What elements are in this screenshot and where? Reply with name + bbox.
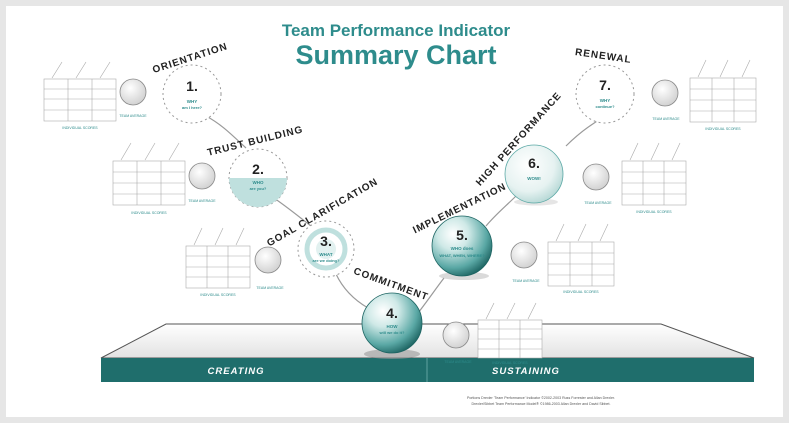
chart-title: Team Performance Indicator: [282, 21, 511, 40]
team-label-commitment: TEAM AVERAGE: [444, 360, 472, 364]
stage-renewal: RENEWAL 7. WHY continue? TEAM AVERAGE IN…: [574, 47, 757, 131]
stage-question-trust: WHO: [253, 180, 264, 185]
stage-subquestion-goal: are we doing?: [313, 258, 340, 263]
stage-number-trust: 2.: [252, 161, 264, 177]
stage-circle-commitment: [361, 292, 423, 354]
team-average-trust: [188, 162, 216, 190]
chart-subtitle: Summary Chart: [295, 40, 496, 70]
arrow-5-6: [485, 195, 517, 227]
panel-label-high-performance: INDIVIDUAL SCORES: [636, 210, 672, 214]
credit-line-2: Drexler/Sibbet Team Performance Model® ©…: [471, 402, 610, 406]
stage-question-orientation: WHY: [187, 99, 198, 104]
score-panel-renewal: [689, 59, 757, 123]
stage-trust: INDIVIDUAL SCORES TEAM AVERAGE TRUST BUI…: [112, 124, 304, 215]
platform: CREATING SUSTAINING: [100, 323, 755, 382]
stage-number-implementation: 5.: [456, 227, 468, 243]
panel-label-orientation: INDIVIDUAL SCORES: [62, 126, 98, 130]
stage-name-renewal: RENEWAL: [574, 47, 632, 66]
stage-circle-orientation: [162, 64, 222, 124]
commitment-shadow: [364, 349, 420, 359]
team-average-commitment: [442, 321, 470, 349]
poster-sheet: Team Performance Indicator Summary Chart…: [6, 6, 783, 417]
team-label-high-performance: TEAM AVERAGE: [584, 201, 612, 205]
arrow-1-2: [205, 115, 247, 149]
team-label-implementation: TEAM AVERAGE: [512, 279, 540, 283]
team-average-orientation: [119, 78, 147, 106]
trust-fill: [229, 178, 287, 207]
credit-line-1: Portions Drexler 'Team Performance' Indi…: [467, 396, 615, 400]
stage-question-goal: WHAT: [319, 252, 332, 257]
stage-goal: INDIVIDUAL SCORES TEAM AVERAGE GOAL CLAR…: [185, 176, 380, 297]
score-panel-high-performance: [621, 142, 687, 206]
team-average-high-performance: [582, 163, 610, 191]
stage-number-orientation: 1.: [186, 78, 198, 94]
stage-subquestion-renewal: continue?: [595, 104, 615, 109]
summary-chart-diagram: Team Performance Indicator Summary Chart…: [43, 21, 757, 406]
team-average-renewal: [651, 79, 679, 107]
score-panel-implementation: [547, 223, 615, 287]
panel-label-renewal: INDIVIDUAL SCORES: [705, 127, 741, 131]
stage-question-implementation: WHO does: [451, 246, 474, 251]
platform-creating-label: CREATING: [208, 366, 265, 377]
team-average-implementation: [510, 241, 538, 269]
score-panel-goal: [185, 227, 251, 289]
platform-top: [100, 323, 755, 359]
score-panel-commitment: [477, 302, 543, 359]
stage-subquestion-implementation: WHAT, WHEN, WHERE?: [439, 253, 485, 258]
platform-sustaining-label: SUSTAINING: [492, 366, 560, 377]
team-label-goal: TEAM AVERAGE: [256, 286, 284, 290]
arrow-3-4: [335, 273, 369, 309]
goal-center: [316, 239, 336, 259]
stage-number-goal: 3.: [320, 233, 332, 249]
panel-label-implementation: INDIVIDUAL SCORES: [563, 290, 599, 294]
team-label-renewal: TEAM AVERAGE: [652, 117, 680, 121]
stage-question-high-performance: WOW!: [527, 176, 541, 181]
stage-question-renewal: WHY: [600, 98, 611, 103]
stage-subquestion-trust: are you?: [250, 186, 267, 191]
score-panel-trust: [112, 142, 186, 206]
panel-label-trust: INDIVIDUAL SCORES: [131, 211, 167, 215]
stage-commitment: COMMITMENT 4. HOW will we do it? TEAM AV…: [352, 266, 543, 365]
stage-number-high-performance: 6.: [528, 155, 540, 171]
panel-label-commitment: INDIVIDUAL SCORES: [492, 361, 528, 365]
score-panel-orientation: [43, 61, 117, 122]
stage-circle-implementation: [431, 215, 493, 277]
team-average-goal: [254, 246, 282, 274]
stage-subquestion-commitment: will we do it?: [379, 330, 405, 335]
stage-circle-high-performance: [504, 144, 564, 204]
stage-orientation: INDIVIDUAL SCORES TEAM AVERAGE ORIENTATI…: [43, 41, 229, 130]
team-label-orientation: TEAM AVERAGE: [119, 114, 147, 118]
goal-ring: [304, 227, 348, 271]
stage-question-commitment: HOW: [387, 324, 399, 329]
stage-number-commitment: 4.: [386, 305, 398, 321]
stage-implementation: IMPLEMENTATION 5. WHO does WHAT, WHEN, W…: [411, 181, 615, 294]
stage-circle-renewal: [575, 64, 635, 124]
panel-label-goal: INDIVIDUAL SCORES: [200, 293, 236, 297]
team-label-trust: TEAM AVERAGE: [188, 199, 216, 203]
stage-subquestion-orientation: am I here?: [182, 105, 203, 110]
stage-number-renewal: 7.: [599, 77, 611, 93]
